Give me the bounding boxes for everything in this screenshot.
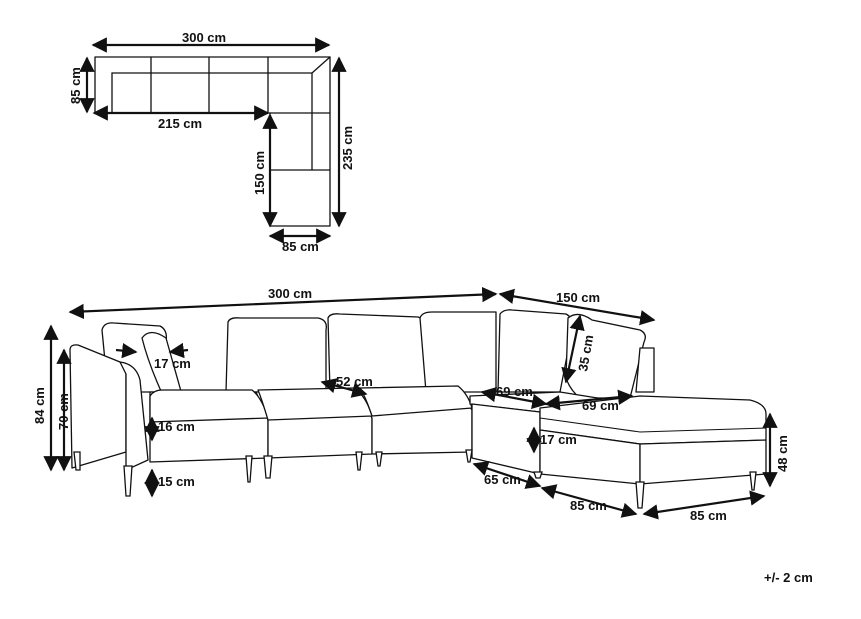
ottoman-width-label: 85 cm [690, 508, 727, 523]
top-width-inner-label: 215 cm [158, 116, 202, 131]
seat-height-arm-label: 16 cm [158, 419, 195, 434]
width-side-label: 150 cm [556, 290, 600, 305]
top-chaise-width-label: 85 cm [282, 239, 319, 254]
tolerance-note: +/- 2 cm [764, 570, 813, 585]
seat-width-b-label: 69 cm [582, 398, 619, 413]
top-chaise-inner-label: 150 cm [252, 151, 267, 195]
top-view-plan [94, 56, 331, 227]
seat-depth-label: 52 cm [336, 374, 373, 389]
pillow-thickness-label: 17 cm [154, 356, 191, 371]
ottoman-depth-b-label: 85 cm [570, 498, 607, 513]
top-width-total-label: 300 cm [182, 30, 226, 45]
ottoman-height-label: 48 cm [775, 435, 790, 472]
sofa-perspective [69, 309, 767, 509]
height-total-label: 84 cm [32, 387, 47, 424]
top-depth-main-label: 85 cm [68, 67, 83, 104]
height-arm-label: 70 cm [56, 393, 71, 430]
perspective-dimensions: 300 cm 150 cm 84 cm 70 cm 17 cm 52 cm 35… [32, 286, 790, 523]
width-main-label: 300 cm [268, 286, 312, 301]
ottoman-depth-a-label: 65 cm [484, 472, 521, 487]
back-height-label: 35 cm [575, 334, 596, 373]
ottoman-cushion-label: 17 cm [540, 432, 577, 447]
leg-height-label: 15 cm [158, 474, 195, 489]
seat-width-a-label: 69 cm [496, 384, 533, 399]
top-depth-total-label: 235 cm [340, 126, 355, 170]
top-view-dimensions: 300 cm 85 cm 215 cm 235 cm 150 cm 85 cm [68, 30, 355, 254]
